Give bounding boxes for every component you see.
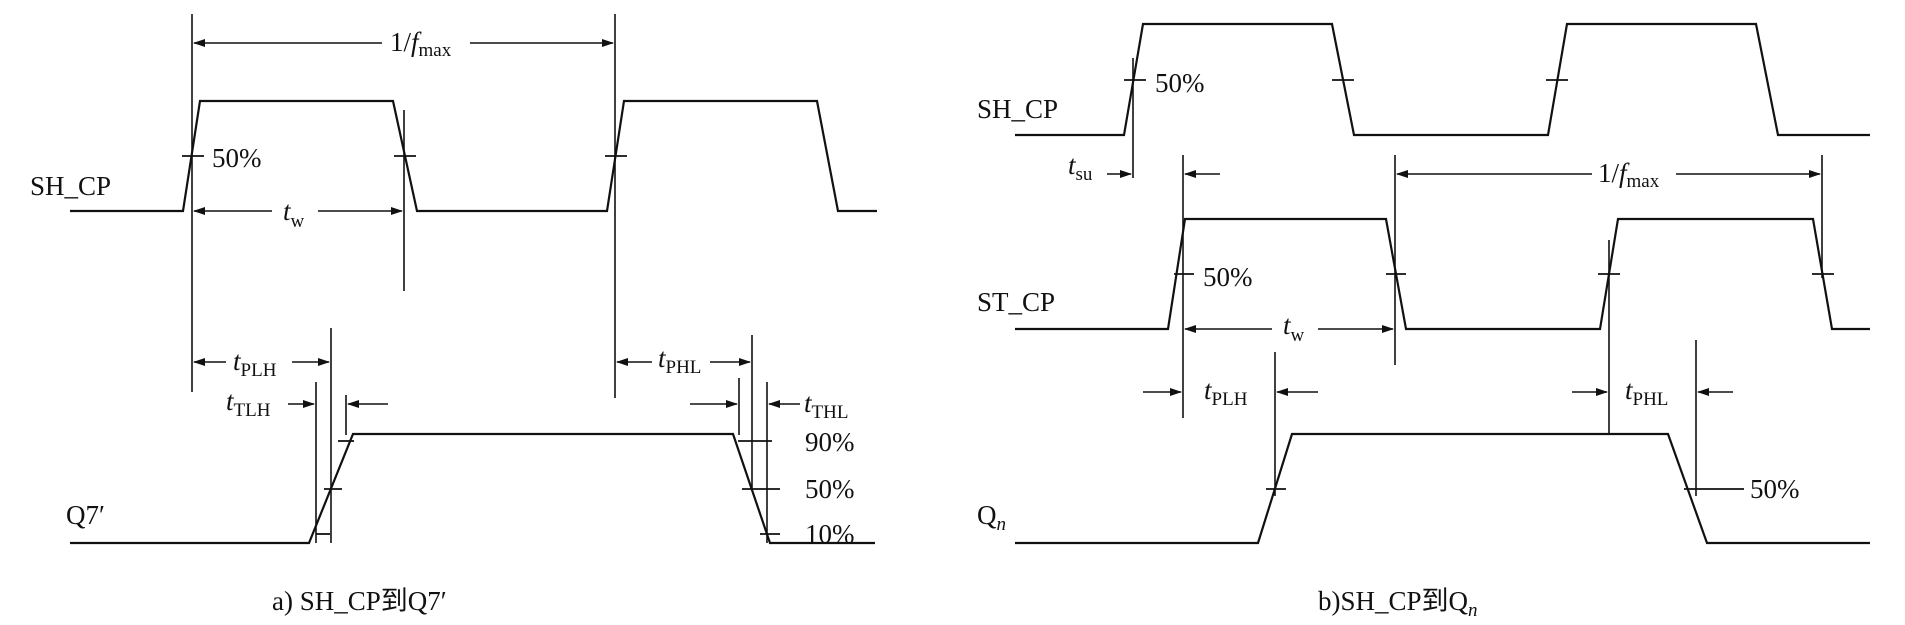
caption-a: a) SH_CP到Q7′ — [272, 586, 447, 616]
tw-label-b: tw — [1283, 310, 1305, 346]
ttlh-label-a: tTLH — [226, 386, 271, 421]
signal-label-q7-a: Q7′ — [66, 500, 105, 530]
qn-waveform-b — [1015, 432, 1870, 545]
period-label-b: 1/fmax — [1598, 158, 1660, 192]
pct-50-qn-b: 50% — [1750, 474, 1800, 504]
pct-10-a: 10% — [805, 519, 855, 549]
signal-label-sh-cp-a: SH_CP — [30, 171, 111, 201]
tphl-label-a: tPHL — [658, 343, 701, 378]
tthl-label-a: tTHL — [804, 388, 848, 423]
q7-waveform-a — [70, 432, 875, 545]
signal-label-st-cp-b: ST_CP — [977, 287, 1055, 317]
panel-a: SH_CP Q7′ 50% 90% 50% 10% 1/fmax tw tPLH… — [30, 14, 877, 616]
tphl-label-b: tPHL — [1625, 375, 1668, 410]
tplh-label-b: tPLH — [1204, 375, 1248, 410]
period-label-a: 1/fmax — [390, 27, 452, 61]
tw-label-a: tw — [283, 196, 305, 232]
tplh-label-a: tPLH — [233, 346, 277, 381]
caption-b: b)SH_CP到Qn — [1318, 586, 1478, 621]
pct-50-sh-cp-b: 50% — [1155, 68, 1205, 98]
st-cp-waveform-b — [1015, 217, 1870, 331]
signal-label-qn-b: Qn — [977, 500, 1006, 535]
pct-50-sh-cp-a: 50% — [212, 143, 262, 173]
pct-50-st-cp-b: 50% — [1203, 262, 1253, 292]
signal-label-sh-cp-b: SH_CP — [977, 94, 1058, 124]
panel-b: SH_CP ST_CP Qn 50% 50% 50% tsu 1/fmax tw… — [977, 22, 1870, 621]
pct-50-q7-a: 50% — [805, 474, 855, 504]
pct-90-a: 90% — [805, 427, 855, 457]
tsu-label-b: tsu — [1068, 150, 1093, 185]
